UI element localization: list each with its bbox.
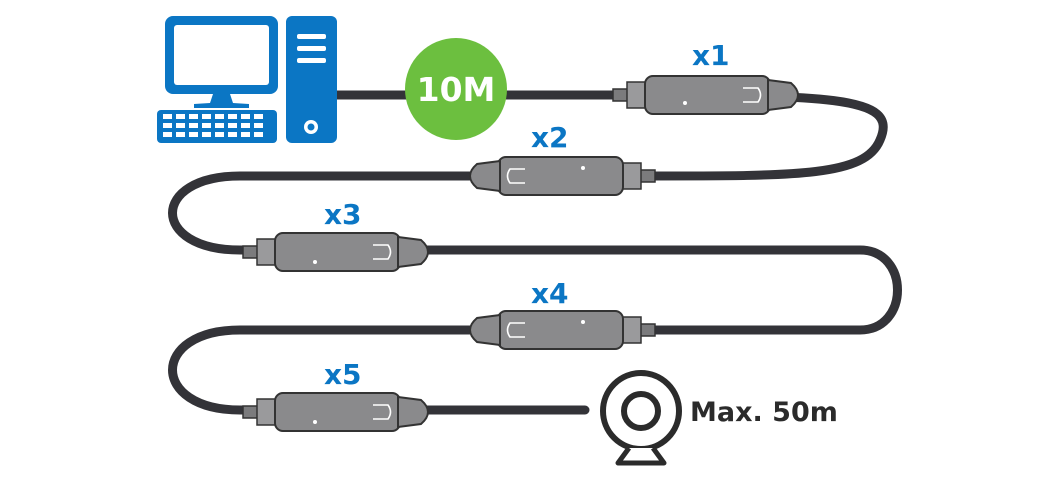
extender-cable-2 [469, 156, 656, 196]
extender-cable-3 [242, 232, 429, 272]
extender-cable-4 [469, 310, 656, 350]
segment-label-4: x4 [531, 277, 569, 310]
length-badge: 10M [405, 38, 507, 140]
cable [168, 90, 902, 415]
desktop-computer-icon [157, 16, 337, 143]
segment-label-3: x3 [324, 198, 362, 231]
segment-label-5: x5 [324, 358, 362, 391]
segment-label-1: x1 [692, 39, 730, 72]
extender-cable-5 [242, 392, 429, 432]
webcam-icon [600, 370, 682, 466]
segment-label-2: x2 [531, 121, 569, 154]
badge-label: 10M [417, 70, 496, 109]
extender-cable-1 [612, 75, 799, 115]
max-length-label: Max. 50m [690, 397, 838, 428]
